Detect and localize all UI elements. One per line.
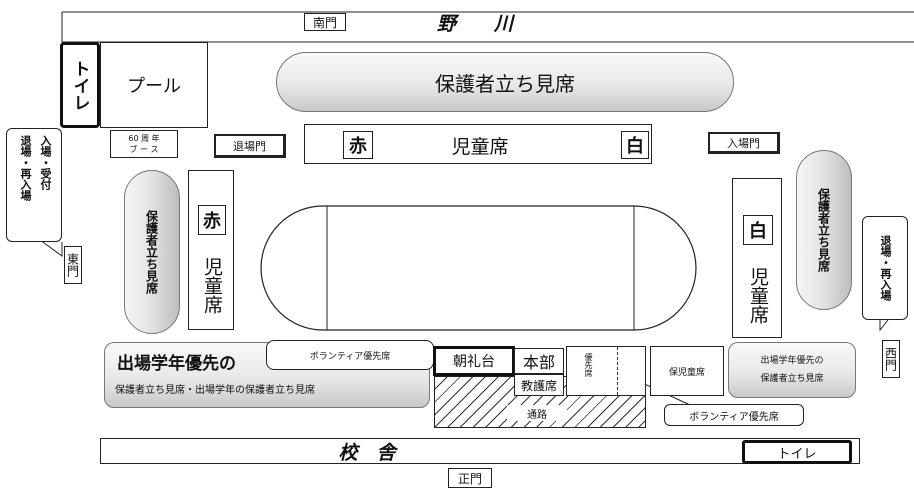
callout-tail-left bbox=[39, 239, 63, 257]
priority-seats-label: 優先席 bbox=[584, 353, 593, 377]
running-track bbox=[260, 205, 697, 331]
anniversary-booth: 60 周 年 ブ ー ス bbox=[110, 130, 178, 158]
entry-reception-label: 入場・受付 bbox=[39, 135, 52, 190]
teacher-seats: 教護席 bbox=[514, 374, 564, 396]
school-building-label: 校 舎 bbox=[338, 441, 396, 464]
priority-seats-small: 優先席 bbox=[566, 346, 646, 396]
children-seats-top: 赤 児童席 白 bbox=[304, 124, 652, 164]
callout-tail-right bbox=[879, 319, 889, 332]
exit-reentry-left-label: 退場・再入場 bbox=[19, 135, 32, 201]
volunteer-priority-left: ボランティア優先席 bbox=[266, 340, 434, 370]
parent-standing-right: 保護者立ち見席 bbox=[796, 150, 852, 310]
children-seats-left: 赤 児童席 bbox=[188, 170, 234, 330]
children-seats-label: 児童席 bbox=[451, 135, 509, 158]
headquarters: 本部 bbox=[514, 348, 564, 374]
south-gate: 南門 bbox=[304, 13, 346, 31]
entry-gate: 入場門 bbox=[708, 132, 780, 154]
left-callout: 入場・受付 退場・再入場 bbox=[6, 128, 62, 242]
pool: プール bbox=[100, 42, 208, 128]
toilet-bottom-right: トイレ bbox=[742, 440, 852, 464]
priority-standing-right: 出場学年優先の 保護者立ち見席 bbox=[728, 342, 856, 398]
red-team-left: 赤 bbox=[198, 205, 226, 235]
river-label: 野 川 bbox=[436, 12, 513, 35]
white-team-label: 白 bbox=[621, 131, 649, 159]
assembly-stand: 朝礼台 bbox=[433, 346, 515, 376]
east-gate: 東門 bbox=[64, 246, 82, 284]
red-team-label: 赤 bbox=[343, 131, 373, 159]
right-callout: 退場・再入場 bbox=[862, 216, 908, 320]
toilet-top-left: トイレ bbox=[60, 42, 100, 128]
parent-standing-top: 保護者立ち見席 bbox=[276, 52, 734, 112]
children-seats-right-label: 児童席 bbox=[747, 267, 769, 324]
children-seats-right: 白 児童席 bbox=[732, 178, 782, 338]
priority-title: 出場学年優先の bbox=[117, 354, 236, 374]
volunteer-priority-right: ボランティア優先席 bbox=[664, 404, 804, 426]
exit-gate: 退場門 bbox=[214, 134, 286, 158]
main-gate: 正門 bbox=[448, 468, 492, 488]
road-label: 通路 bbox=[507, 405, 567, 421]
guardian-seats: 保児童席 bbox=[650, 346, 724, 396]
priority-subtitle: 保護者立ち見席・出場学年の保護者立ち見席 bbox=[115, 385, 315, 396]
children-seats-left-label: 児童席 bbox=[201, 257, 223, 314]
school-building: 校 舎 bbox=[100, 438, 860, 464]
west-gate: 西門 bbox=[882, 340, 900, 378]
white-team-right: 白 bbox=[743, 215, 773, 245]
priority-divider bbox=[617, 347, 618, 395]
parent-standing-left: 保護者立ち見席 bbox=[124, 170, 180, 334]
